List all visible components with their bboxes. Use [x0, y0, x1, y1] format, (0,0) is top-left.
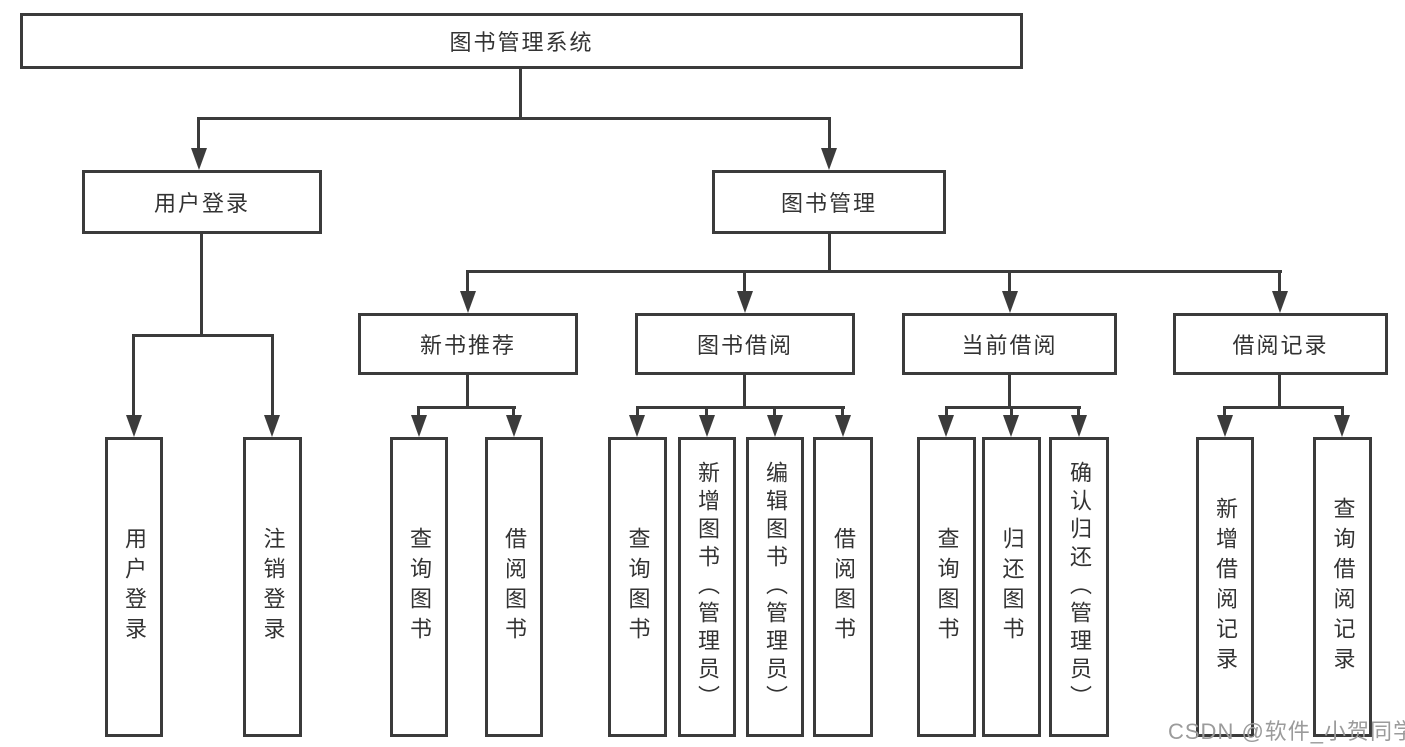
leaf-add-borrow-record: 新增借阅记录 — [1196, 437, 1254, 737]
connector-vline — [841, 406, 844, 415]
arrowhead-down-icon — [1002, 291, 1018, 313]
node-borrow-records: 借阅记录 — [1173, 313, 1388, 375]
arrowhead-down-icon — [411, 415, 427, 437]
arrowhead-down-icon — [126, 415, 142, 437]
leaf-borrow-books-recommend: 借阅图书 — [485, 437, 543, 737]
connector-vline — [828, 234, 831, 271]
connector-hline — [1223, 406, 1344, 409]
connector-vline — [271, 334, 274, 415]
arrowhead-down-icon — [767, 415, 783, 437]
connector-hline — [197, 117, 831, 120]
arrowhead-down-icon — [629, 415, 645, 437]
arrowhead-down-icon — [938, 415, 954, 437]
connector-vline — [705, 406, 708, 415]
node-library-management-system: 图书管理系统 — [20, 13, 1023, 69]
connector-hline — [132, 334, 274, 337]
leaf-logout: 注销登录 — [243, 437, 302, 737]
connector-vline — [132, 334, 135, 415]
connector-vline — [945, 406, 948, 415]
arrowhead-down-icon — [821, 148, 837, 170]
connector-vline — [197, 117, 200, 148]
connector-vline — [1010, 406, 1013, 415]
leaf-borrow-books: 借阅图书 — [813, 437, 873, 737]
connector-vline — [417, 406, 420, 415]
connector-vline — [1008, 270, 1011, 291]
arrowhead-down-icon — [264, 415, 280, 437]
watermark: CSDN @软件_小贺同学 — [1168, 719, 1405, 744]
leaf-user-login: 用户登录 — [105, 437, 163, 737]
connector-hline — [945, 406, 1081, 409]
connector-vline — [743, 375, 746, 407]
connector-vline — [743, 270, 746, 291]
connector-vline — [1341, 406, 1344, 415]
node-current-borrow: 当前借阅 — [902, 313, 1117, 375]
node-user-login: 用户登录 — [82, 170, 322, 234]
connector-vline — [636, 406, 639, 415]
connector-vline — [519, 68, 522, 118]
connector-vline — [466, 375, 469, 407]
leaf-edit-books-admin: 编辑图书（管理员） — [746, 437, 804, 737]
arrowhead-down-icon — [1071, 415, 1087, 437]
node-book-management: 图书管理 — [712, 170, 946, 234]
leaf-return-books: 归还图书 — [982, 437, 1041, 737]
arrowhead-down-icon — [460, 291, 476, 313]
leaf-query-books-borrow: 查询图书 — [608, 437, 667, 737]
node-book-borrow: 图书借阅 — [635, 313, 855, 375]
arrowhead-down-icon — [1272, 291, 1288, 313]
leaf-query-books-recommend: 查询图书 — [390, 437, 448, 737]
leaf-query-books-current: 查询图书 — [917, 437, 976, 737]
arrowhead-down-icon — [737, 291, 753, 313]
arrowhead-down-icon — [1217, 415, 1233, 437]
connector-hline — [636, 406, 845, 409]
connector-vline — [773, 406, 776, 415]
arrowhead-down-icon — [1334, 415, 1350, 437]
connector-vline — [200, 234, 203, 335]
connector-vline — [512, 406, 515, 415]
connector-hline — [466, 270, 1282, 273]
connector-vline — [828, 117, 831, 148]
connector-vline — [466, 270, 469, 291]
arrowhead-down-icon — [835, 415, 851, 437]
arrowhead-down-icon — [506, 415, 522, 437]
arrowhead-down-icon — [191, 148, 207, 170]
connector-vline — [1008, 375, 1011, 407]
connector-hline — [417, 406, 516, 409]
connector-vline — [1223, 406, 1226, 415]
leaf-confirm-return-admin: 确认归还（管理员） — [1049, 437, 1109, 737]
connector-vline — [1077, 406, 1080, 415]
leaf-add-books-admin: 新增图书（管理员） — [678, 437, 736, 737]
connector-vline — [1278, 375, 1281, 407]
node-new-book-recommend: 新书推荐 — [358, 313, 578, 375]
arrowhead-down-icon — [1003, 415, 1019, 437]
leaf-query-borrow-record: 查询借阅记录 — [1313, 437, 1372, 737]
connector-vline — [1278, 270, 1281, 291]
arrowhead-down-icon — [699, 415, 715, 437]
